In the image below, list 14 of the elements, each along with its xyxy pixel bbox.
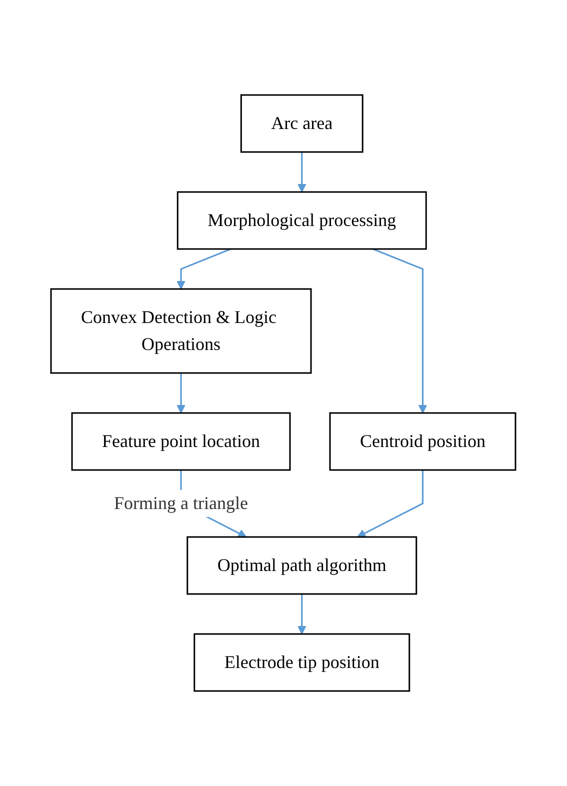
- node-box: Morphological processing: [177, 191, 428, 250]
- node-box: Feature point location: [72, 412, 291, 471]
- arrow: [372, 248, 428, 414]
- node-box: Electrode tip position: [194, 633, 410, 692]
- edge-label: Forming a triangle: [114, 493, 248, 513]
- node-box: Optimal path algorithm: [186, 536, 418, 595]
- node-box: Convex Detection & Logic Operations: [50, 288, 312, 374]
- arrow: [357, 470, 424, 538]
- arrow: [176, 248, 232, 290]
- arrow: [298, 152, 307, 192]
- node-box: Centroid position: [329, 412, 516, 471]
- node-box: Arc area: [240, 94, 364, 153]
- arrow: [176, 373, 186, 414]
- arrow: [298, 594, 307, 634]
